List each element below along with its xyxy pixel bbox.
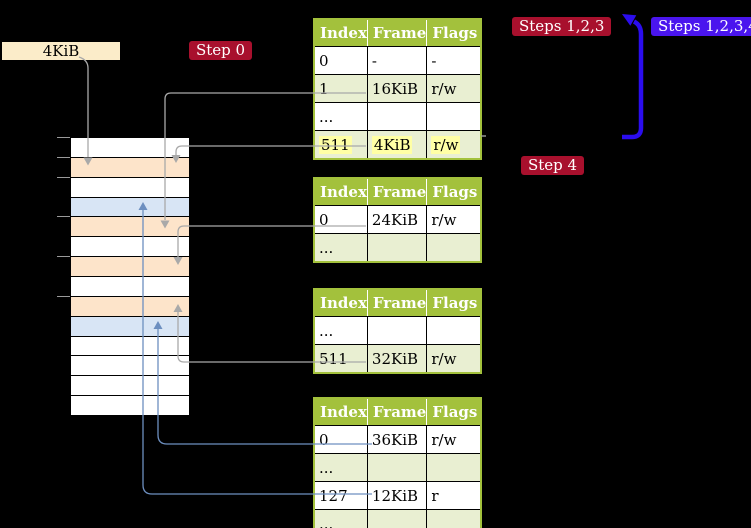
cell-frame xyxy=(366,509,428,528)
cell-index: 0 xyxy=(313,425,368,454)
arrowhead-upleft-icon xyxy=(622,14,637,26)
cell-flags: r/w xyxy=(426,425,482,454)
cell-flags xyxy=(426,453,482,482)
table-row: ... xyxy=(313,316,482,345)
table-row: 0 - - xyxy=(313,46,482,75)
cell-flags xyxy=(426,233,482,263)
table-row: ... xyxy=(313,233,482,263)
header-index: Index xyxy=(314,289,368,317)
cell-frame: 32KiB xyxy=(366,344,428,374)
cell-flags: r/w xyxy=(426,130,482,160)
memory-row-white xyxy=(71,138,189,158)
table-header-row: Index Frame Flags xyxy=(314,19,481,47)
header-frame: Frame xyxy=(366,19,427,47)
memory-tick xyxy=(57,137,70,138)
steps123-badge: Steps 1,2,3 xyxy=(512,17,612,36)
cell-index: 1 xyxy=(313,74,368,103)
cell-flags xyxy=(426,316,482,345)
memory-row-white xyxy=(71,237,189,258)
memory-row-orange xyxy=(71,257,189,278)
cell-flags: r/w xyxy=(426,205,482,234)
memory-row-white xyxy=(71,336,189,357)
cell-index: 0 xyxy=(313,46,368,75)
memory-row-blue xyxy=(71,316,189,337)
table-row-highlighted: 511 4KiB r/w xyxy=(313,130,482,160)
cell-flags: r xyxy=(426,481,482,510)
cell-frame: 16KiB xyxy=(366,74,428,103)
header-frame: Frame xyxy=(366,178,427,206)
page-table-level4: Index Frame Flags 0 - - 1 16KiB r/w ... … xyxy=(313,18,482,160)
cell-flags xyxy=(426,509,482,528)
cell-frame xyxy=(366,316,428,345)
memory-row-white xyxy=(71,396,189,416)
cell-frame: 12KiB xyxy=(366,481,428,510)
highlighted-value: 511 xyxy=(319,135,352,154)
cell-flags: - xyxy=(426,46,482,75)
cell-index: ... xyxy=(313,509,368,528)
cell-frame xyxy=(366,233,428,263)
cell-index: 511 xyxy=(313,344,368,374)
memory-row-orange xyxy=(71,296,189,317)
memory-tick xyxy=(57,296,70,297)
frame-size-label: 4KiB xyxy=(2,42,120,60)
memory-row-white xyxy=(71,376,189,397)
memory-row-orange xyxy=(71,157,189,178)
table-header-row: Index Frame Flags xyxy=(314,289,481,317)
memory-row-blue xyxy=(71,197,189,218)
header-flags: Flags xyxy=(426,289,481,317)
table-header-row: Index Frame Flags xyxy=(314,398,481,426)
highlighted-value: 4KiB xyxy=(371,135,413,154)
header-index: Index xyxy=(314,19,368,47)
cell-flags: r/w xyxy=(426,344,482,374)
table-row: ... xyxy=(313,453,482,482)
page-table-level2: Index Frame Flags ... 511 32KiB r/w xyxy=(313,288,482,374)
cell-flags xyxy=(426,102,482,131)
recursive-loop-arrow xyxy=(622,19,644,140)
table-header-row: Index Frame Flags xyxy=(314,178,481,206)
highlighted-value: r/w xyxy=(431,135,461,154)
table-row: 1 16KiB r/w xyxy=(313,74,482,103)
step0-badge: Step 0 xyxy=(189,41,253,60)
table-row: 0 36KiB r/w xyxy=(313,425,482,454)
memory-row-white xyxy=(71,277,189,297)
page-table-level3: Index Frame Flags 0 24KiB r/w ... xyxy=(313,177,482,263)
table-row: 511 32KiB r/w xyxy=(313,344,482,374)
step4-badge: Step 4 xyxy=(521,156,585,175)
memory-tick xyxy=(57,256,70,257)
cell-frame: 24KiB xyxy=(366,205,428,234)
header-frame: Frame xyxy=(366,398,427,426)
cell-index: 0 xyxy=(313,205,368,234)
memory-tick xyxy=(57,157,70,158)
cell-index: ... xyxy=(313,316,368,345)
page-table-level1: Index Frame Flags 0 36KiB r/w ... 127 12… xyxy=(313,397,482,528)
table-row: 0 24KiB r/w xyxy=(313,205,482,234)
table-row: 127 12KiB r xyxy=(313,481,482,510)
cell-frame xyxy=(366,453,428,482)
memory-tick xyxy=(57,216,70,217)
cell-frame: 36KiB xyxy=(366,425,428,454)
header-index: Index xyxy=(314,398,368,426)
cell-index: ... xyxy=(313,453,368,482)
header-index: Index xyxy=(314,178,368,206)
table-row: ... xyxy=(313,509,482,528)
memory-column xyxy=(70,137,190,416)
table-row: ... xyxy=(313,102,482,131)
cell-frame: - xyxy=(366,46,428,75)
header-frame: Frame xyxy=(366,289,427,317)
steps1234-badge: Steps 1,2,3,4 xyxy=(651,17,751,36)
header-flags: Flags xyxy=(426,19,481,47)
cell-index: ... xyxy=(313,233,368,263)
cell-frame: 4KiB xyxy=(366,130,428,160)
cell-index: 511 xyxy=(313,130,368,160)
memory-row-white xyxy=(71,356,189,377)
cell-flags: r/w xyxy=(426,74,482,103)
cell-index: ... xyxy=(313,102,368,131)
memory-row-white xyxy=(71,177,189,198)
memory-row-orange xyxy=(71,217,189,238)
header-flags: Flags xyxy=(426,178,481,206)
cell-index: 127 xyxy=(313,481,368,510)
cell-frame xyxy=(366,102,428,131)
memory-tick xyxy=(57,177,70,178)
header-flags: Flags xyxy=(426,398,481,426)
